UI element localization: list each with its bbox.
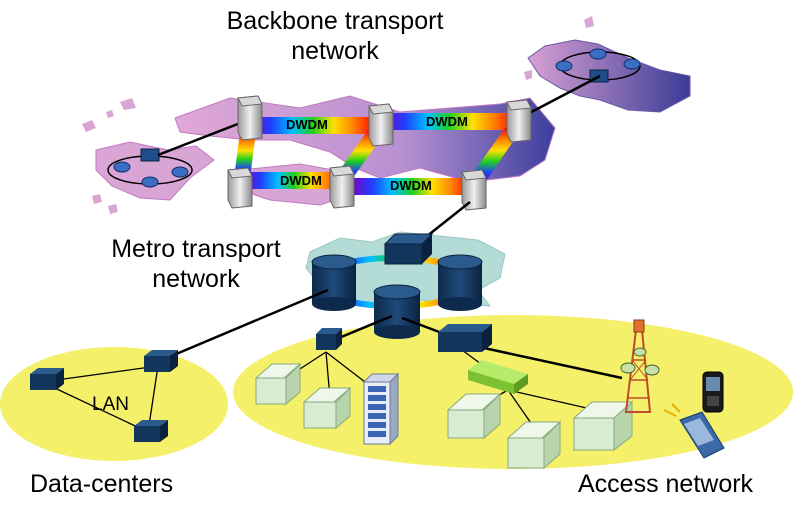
backbone-title-line1: Backbone transport [226,7,444,35]
access-switches [316,324,528,394]
dwdm-link-left-vertical [234,132,256,178]
metro-cylinder-node [373,284,421,339]
kyushu-island [95,141,215,201]
ring-node [141,176,159,188]
mobile-phone-icon [702,371,724,413]
backbone-router [237,95,263,141]
ring-node [623,58,641,70]
dwdm-label: DWDM [280,173,322,188]
hokkaido-ring-network [555,48,641,83]
small-island [584,16,594,28]
backbone-title: Backbone transport network [210,6,460,66]
house [446,392,502,440]
datacenter-switches [30,350,178,442]
small-island [106,110,114,118]
access-switch-large [438,324,492,352]
network-links [161,288,623,380]
link-metro-access-switch-left [333,314,393,342]
small-island [524,70,532,80]
link-access-tower [483,346,623,380]
small-island [120,98,136,110]
backbone-routers [227,95,532,211]
kyushu-switch [140,148,160,162]
lan-switch [144,350,178,372]
lan-label: LAN [92,394,129,415]
lan-switch [30,368,64,390]
backbone-router [329,165,355,209]
dwdm-label: DWDM [286,117,328,132]
green-switch [468,360,528,394]
handset-phone-icon [663,403,725,459]
small-island [108,204,118,214]
house [302,386,352,430]
access-network-label: Access network [578,470,754,498]
backbone-links [157,74,601,157]
lan-link [41,381,149,433]
ring-node [171,166,189,178]
metro-title-line1: Metro transport [111,235,281,263]
backbone-router [368,103,394,147]
metro-cylinder-node [437,254,483,311]
dwdm-label: DWDM [426,114,468,129]
house [506,420,562,470]
dwdm-link-top-right [382,113,517,130]
lan-switch [134,420,168,442]
metro-switch-node [383,233,434,265]
link-kyushu-backbone [157,118,249,157]
dwdm-label: DWDM [390,178,432,193]
metro-cylinder-node [311,254,357,311]
kyushu-ring-network [107,148,193,188]
backbone-title-line2: network [291,37,379,65]
datacenters-label: Data-centers [30,470,174,498]
cell-tower [620,319,660,413]
link-hokkaido-backbone [519,74,601,120]
small-island [82,120,96,132]
dwdm-link-bottom-left [244,172,344,189]
backbone-router [506,99,532,143]
backbone-router [461,169,487,211]
small-island [92,194,102,204]
dwdm-link-bottom-right [352,178,472,195]
dwdm-link-top-left [250,117,375,134]
server-rack [362,372,400,446]
ring-node [589,48,607,60]
backbone-router [227,167,253,209]
link-metro-datacenter [161,288,329,362]
access-switch-small [316,328,342,350]
ring-node [113,161,131,173]
metro-nodes [311,233,483,339]
metro-title-line2: network [152,265,240,293]
metro-title: Metro transport network [88,234,304,294]
ring-node [555,60,573,72]
house [572,400,634,452]
house [254,362,302,406]
houses [254,362,634,470]
